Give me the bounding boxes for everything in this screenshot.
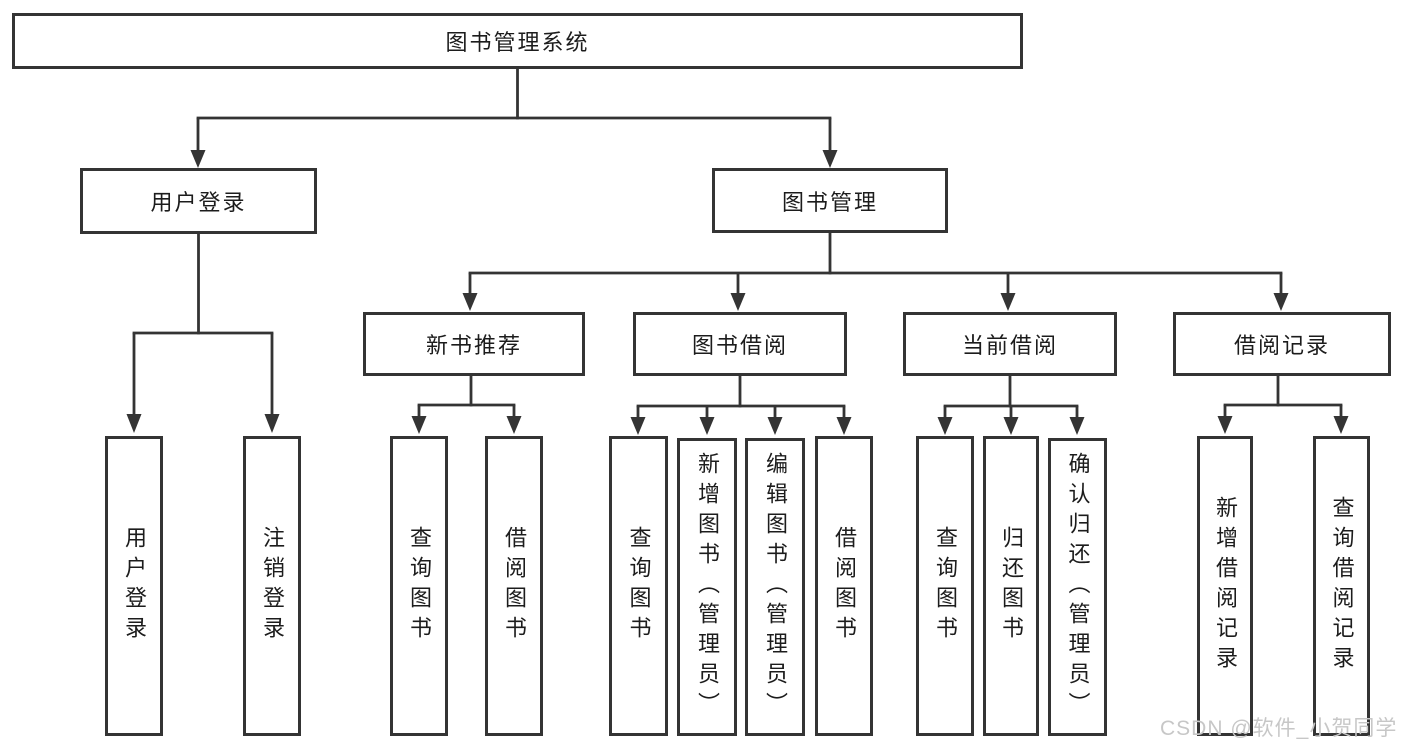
leaf-label: 注销登录 [260, 526, 285, 646]
leaf-label: 新增图书（管理员） [695, 452, 720, 722]
leaf-add-borrow-record: 新增借阅记录 [1197, 436, 1253, 736]
leaf-label: 查询图书 [407, 526, 432, 646]
leaf-label: 查询图书 [933, 526, 958, 646]
leaf-add-books-admin: 新增图书（管理员） [677, 438, 737, 736]
leaf-label: 新增借阅记录 [1213, 496, 1238, 676]
leaf-edit-books-admin: 编辑图书（管理员） [745, 438, 805, 736]
leaf-query-books-borrow: 查询图书 [609, 436, 668, 736]
node-book-management: 图书管理 [712, 168, 948, 233]
leaf-logout: 注销登录 [243, 436, 301, 736]
leaf-label: 借阅图书 [832, 526, 857, 646]
node-new-book-recommendation: 新书推荐 [363, 312, 585, 376]
leaf-query-books-current: 查询图书 [916, 436, 974, 736]
leaf-label: 用户登录 [122, 526, 147, 646]
csdn-watermark: CSDN @软件_小贺同学 [1160, 717, 1398, 740]
leaf-label: 查询借阅记录 [1329, 496, 1355, 676]
leaf-label: 归还图书 [999, 526, 1024, 646]
leaf-borrow-books: 借阅图书 [815, 436, 873, 736]
leaf-user-login: 用户登录 [105, 436, 163, 736]
node-book-borrowing: 图书借阅 [633, 312, 847, 376]
leaf-query-borrow-record: 查询借阅记录 [1313, 436, 1370, 736]
leaf-label: 借阅图书 [502, 526, 527, 646]
leaf-confirm-return-admin: 确认归还（管理员） [1048, 438, 1107, 736]
leaf-query-books-recommend: 查询图书 [390, 436, 448, 736]
leaf-label: 查询图书 [626, 526, 652, 646]
leaf-return-books: 归还图书 [983, 436, 1039, 736]
leaf-label: 确认归还（管理员） [1065, 452, 1091, 722]
leaf-label: 编辑图书（管理员） [763, 452, 788, 722]
node-current-borrowing: 当前借阅 [903, 312, 1117, 376]
node-user-login: 用户登录 [80, 168, 317, 234]
leaf-borrow-books-recommend: 借阅图书 [485, 436, 543, 736]
node-root-library-management-system: 图书管理系统 [12, 13, 1023, 69]
node-borrowing-records: 借阅记录 [1173, 312, 1391, 376]
